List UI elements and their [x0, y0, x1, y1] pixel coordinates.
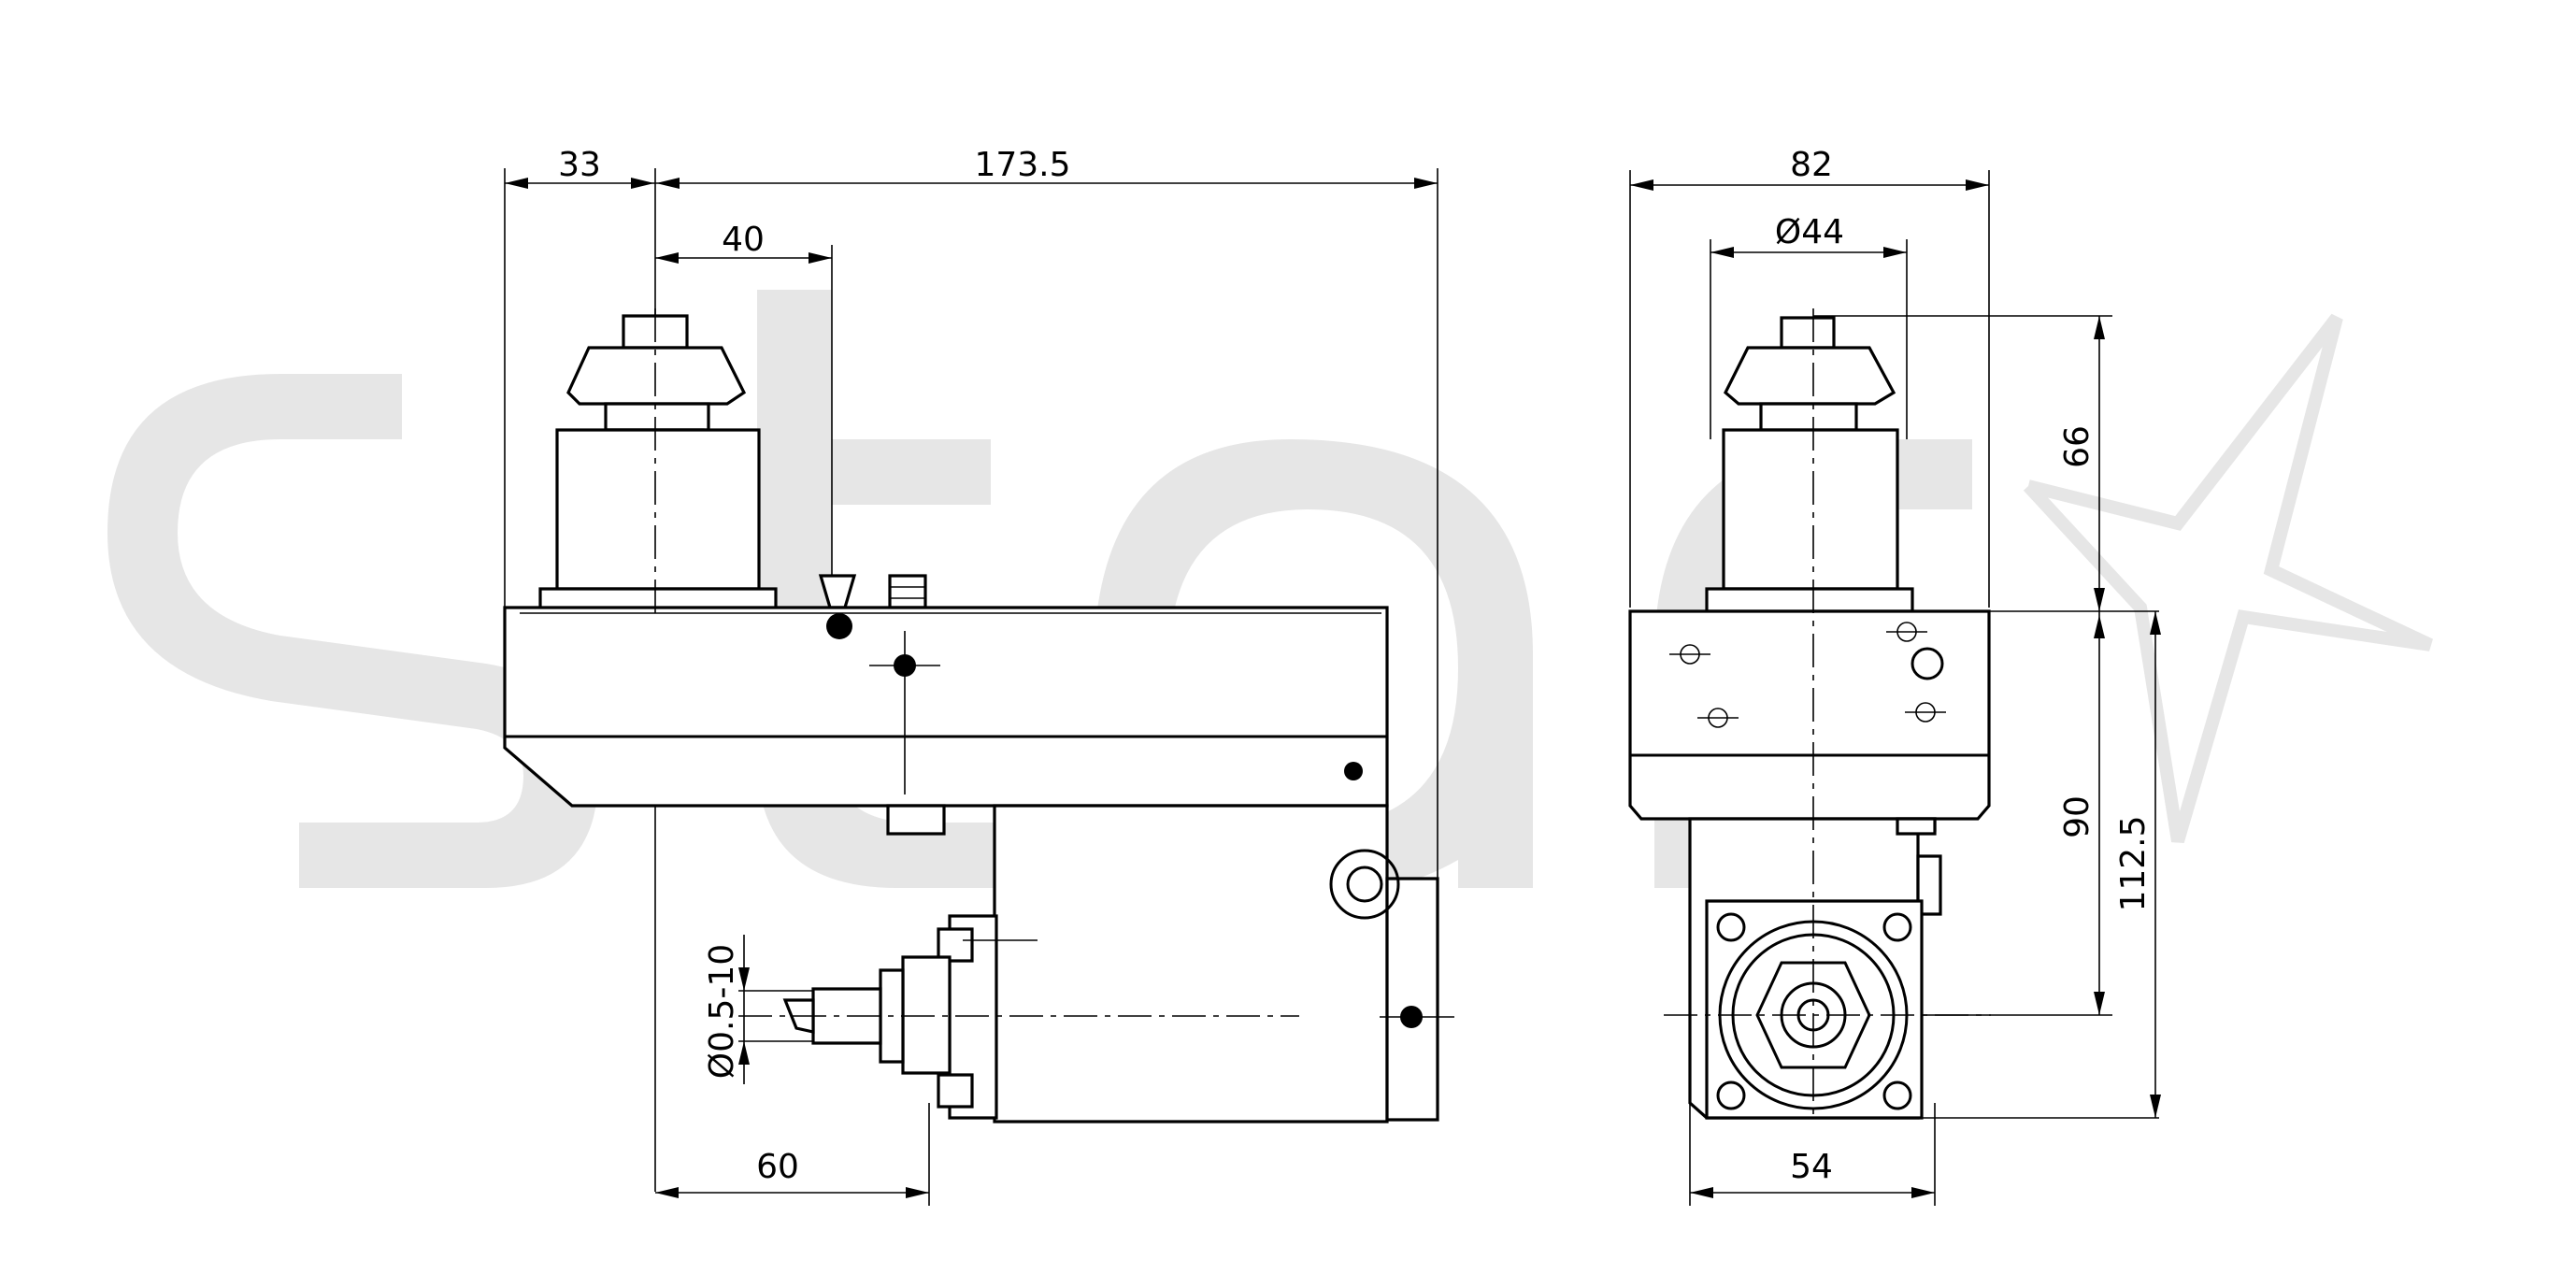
side-view: [503, 168, 1454, 1206]
dim-60: 60: [756, 1148, 799, 1186]
dim-112-5: 112.5: [2114, 815, 2153, 911]
dim-40: 40: [722, 221, 765, 259]
dim-54: 54: [1790, 1148, 1833, 1186]
dim-90: 90: [2058, 795, 2097, 838]
dim-82: 82: [1790, 146, 1833, 184]
dim-66: 66: [2058, 425, 2097, 468]
dim-collet-range: Ø0.5-10: [703, 944, 741, 1079]
dim-diameter-44: Ø44: [1775, 213, 1844, 251]
dim-33: 33: [558, 146, 601, 184]
dim-173-5: 173.5: [974, 146, 1070, 184]
front-view: [1628, 170, 2161, 1206]
